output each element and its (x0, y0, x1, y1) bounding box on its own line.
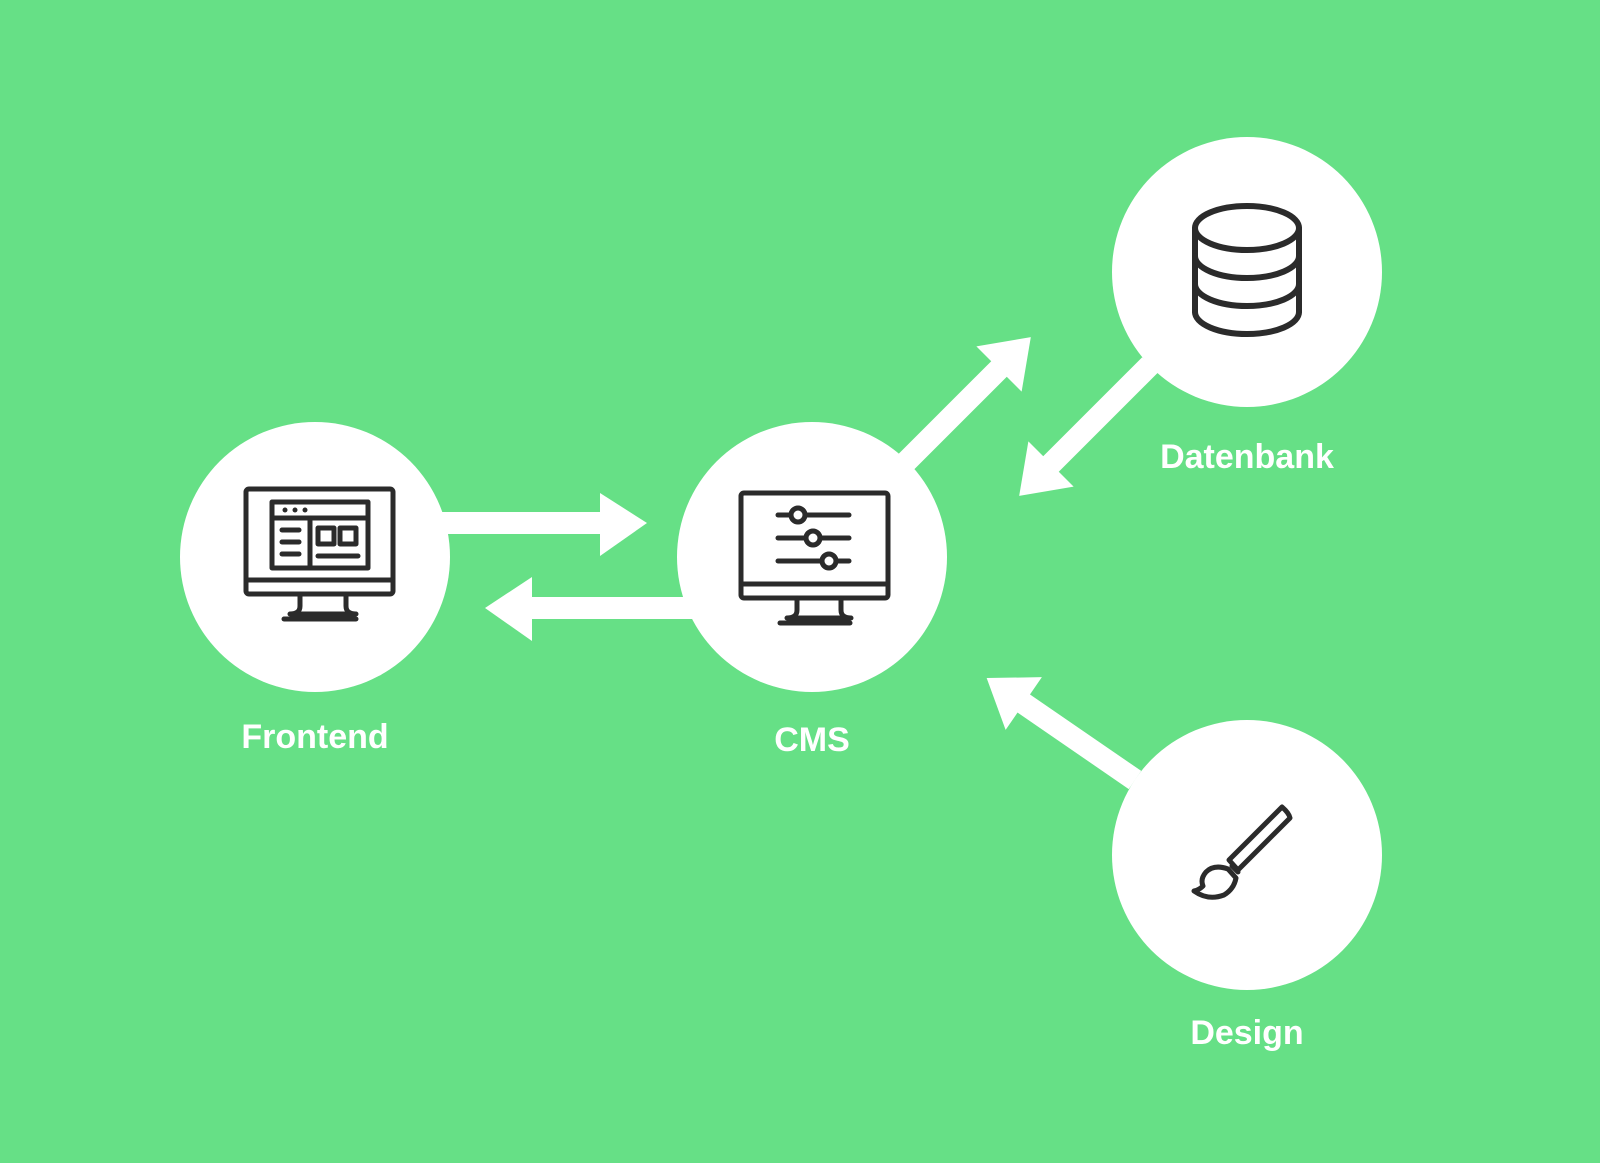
node-label-frontend: Frontend (241, 718, 389, 756)
node-label-design: Design (1190, 1014, 1304, 1052)
arrow-datenbank-to-cms (1019, 357, 1158, 496)
node-cms-circle (677, 422, 947, 692)
arrow-cms-to-datenbank (892, 337, 1031, 476)
paintbrush-icon (1191, 804, 1293, 900)
database-icon (1192, 203, 1302, 337)
node-design-circle (1112, 720, 1382, 990)
arrow-frontend-to-cms (440, 493, 647, 556)
settings-monitor-icon (738, 490, 891, 626)
node-frontend-circle (180, 422, 450, 692)
arrow-cms-to-frontend (485, 577, 700, 641)
node-label-datenbank: Datenbank (1160, 438, 1334, 476)
node-label-cms: CMS (774, 721, 850, 759)
browser-monitor-icon (243, 486, 396, 622)
node-datenbank-circle (1112, 137, 1382, 407)
arrow-design-to-cms (986, 677, 1142, 790)
